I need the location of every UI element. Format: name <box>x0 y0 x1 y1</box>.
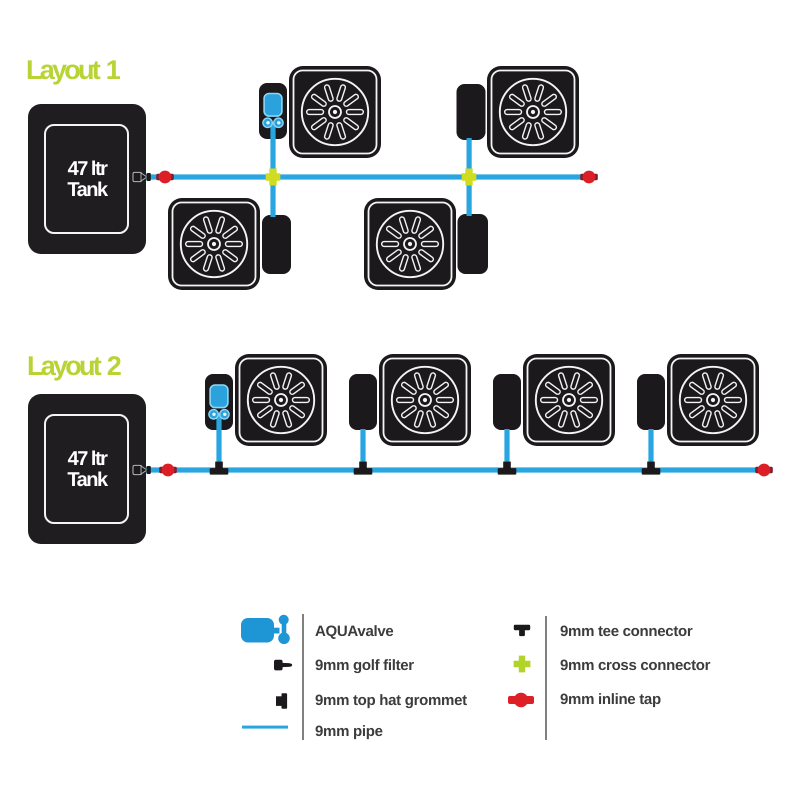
svg-text:9mm inline tap: 9mm inline tap <box>560 691 661 708</box>
svg-text:9mm top hat grommet: 9mm top hat grommet <box>315 692 467 709</box>
svg-text:9mm cross connector: 9mm cross connector <box>560 657 711 674</box>
svg-text:9mm tee connector: 9mm tee connector <box>560 623 693 640</box>
svg-text:Layout 1: Layout 1 <box>26 55 121 85</box>
svg-text:9mm golf filter: 9mm golf filter <box>315 657 414 674</box>
svg-text:AQUAvalve: AQUAvalve <box>315 623 393 640</box>
svg-text:9mm pipe: 9mm pipe <box>315 723 383 740</box>
svg-text:Layout 2: Layout 2 <box>27 351 121 381</box>
